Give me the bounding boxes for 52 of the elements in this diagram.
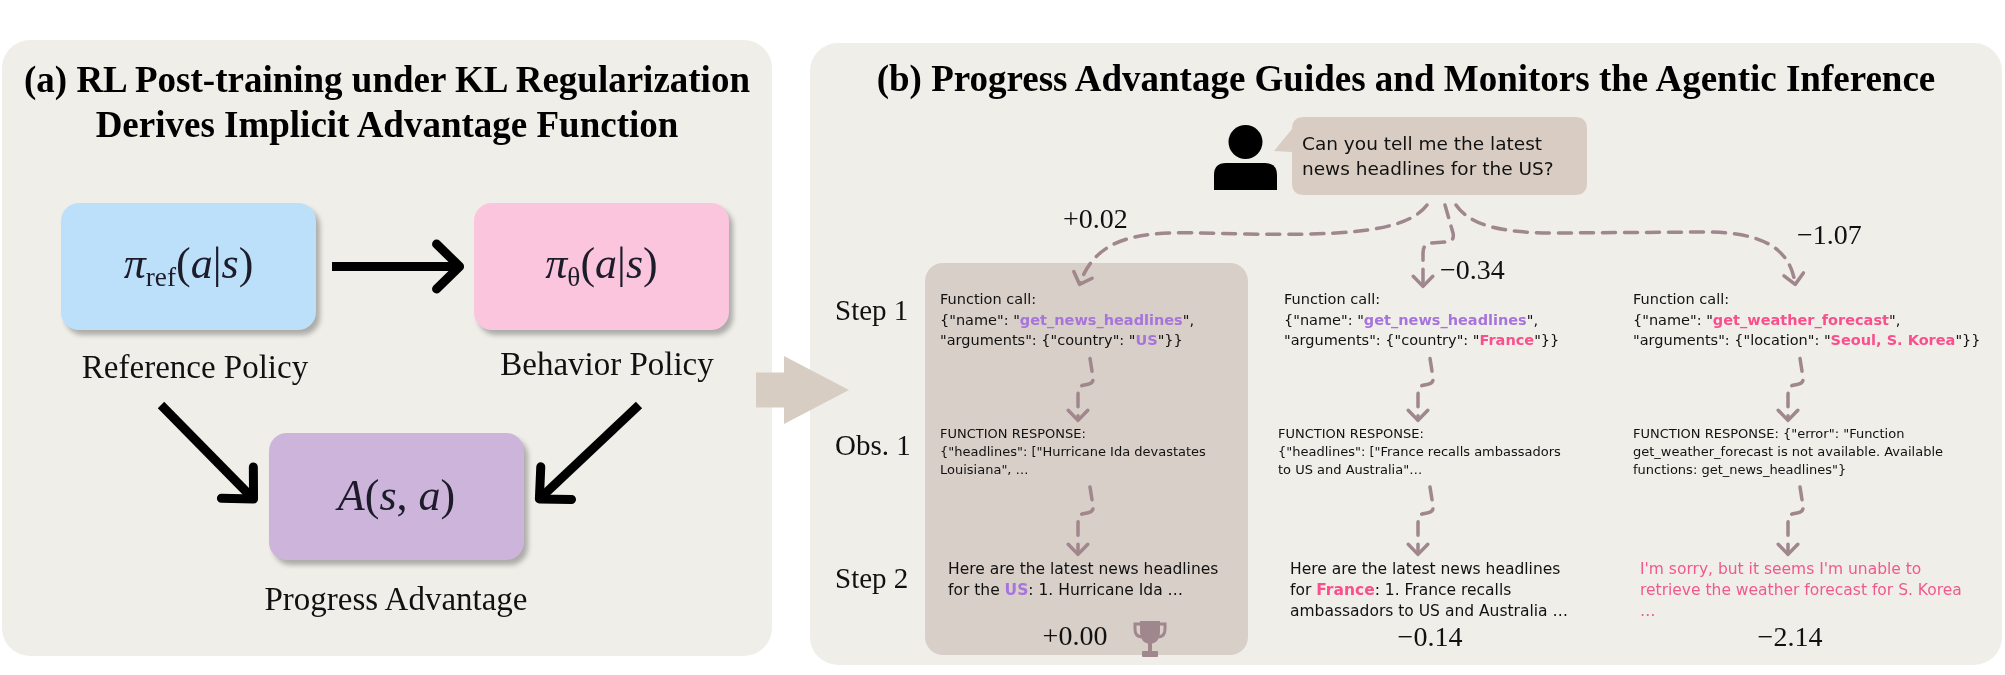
code-text: {"name": "get_weather_forecast", "arguments": {"location": "Seoul, S. Korea"}} (1633, 310, 1982, 350)
arrow (534, 401, 643, 504)
score-label: +0.00 (1042, 620, 1108, 653)
formula-box (269, 433, 524, 560)
score-label: −0.14 (1397, 621, 1463, 654)
dashed-arrow (1066, 485, 1095, 557)
step-label: Step 2 (835, 561, 909, 596)
speech-bubble (1274, 117, 1587, 195)
code-text: {"name": "get_news_headlines", "arguments": {"country": "France"}} (1284, 310, 1561, 350)
code-text: {"name": "get_news_headlines", "arguments": {"country": "US"}} (940, 310, 1196, 350)
arrow (157, 401, 258, 504)
dashed-arrow (1066, 356, 1095, 423)
dashed-arrow (1406, 485, 1435, 557)
speech-text: Can you tell me the latest news headlines for the US? (1302, 132, 1555, 181)
node-label: Progress Advantage (264, 581, 528, 619)
response-text: {"headlines": ["Hurricane Ida devastates Louisiana", … (940, 443, 1207, 479)
response-text: {"headlines": ["France recalls ambassadors to US and Australia"… (1278, 443, 1562, 479)
response-text: FUNCTION RESPONSE: {"error": "Function get_weather_forecast is not available. Available functions: get_news_headlines"} (1633, 425, 1973, 479)
panel (810, 43, 2002, 665)
answer-text: Here are the latest news headlines for France: 1. France recalls ambassadors to US and Australia … (1290, 559, 1580, 622)
node-label: Behavior Policy (500, 346, 714, 384)
formula: A(s, a) (337, 472, 456, 521)
response-heading: FUNCTION RESPONSE: (940, 425, 1087, 443)
score-label: −1.07 (1797, 219, 1862, 251)
score-label: −0.34 (1440, 254, 1505, 286)
highlight-box (925, 263, 1248, 655)
formula-box (474, 203, 729, 330)
panel (2, 40, 772, 656)
answer-text: I'm sorry, but it seems I'm unable to retrieve the weather forecast for S. Korea … (1640, 559, 1970, 622)
response-heading: FUNCTION RESPONSE: (1278, 425, 1425, 443)
call-heading: Function call: (940, 290, 1038, 309)
call-heading: Function call: (1633, 290, 1731, 309)
score-label: −2.14 (1757, 621, 1823, 654)
block-arrow (756, 356, 849, 424)
arrow (332, 239, 465, 294)
step-label: Step 1 (835, 293, 909, 328)
dashed-arrow (1776, 356, 1805, 423)
answer-text: Here are the latest news headlines for the US: 1. Hurricane Ida … (948, 559, 1233, 601)
dashed-arrow (1406, 356, 1435, 423)
formula: π$_{θ}$(a|s) (545, 240, 658, 293)
step-label: Obs. 1 (835, 428, 911, 463)
score-label: +0.02 (1063, 203, 1128, 235)
node-label: Reference Policy (81, 349, 309, 387)
call-heading: Function call: (1284, 290, 1382, 309)
formula-box (61, 203, 316, 330)
dashed-arrow (1776, 485, 1805, 557)
panel-title: (a) RL Post-training under KL Regularization Derives Implicit Advantage Function (23, 58, 751, 147)
dashed-arrow (1411, 203, 1456, 289)
dashed-arrow (1073, 203, 1429, 286)
panel-title: (b) Progress Advantage Guides and Monitors the Agentic Inference (876, 57, 1936, 101)
dashed-arrow (1454, 203, 1805, 287)
formula: π$_{ref}$(a|s) (123, 240, 254, 293)
